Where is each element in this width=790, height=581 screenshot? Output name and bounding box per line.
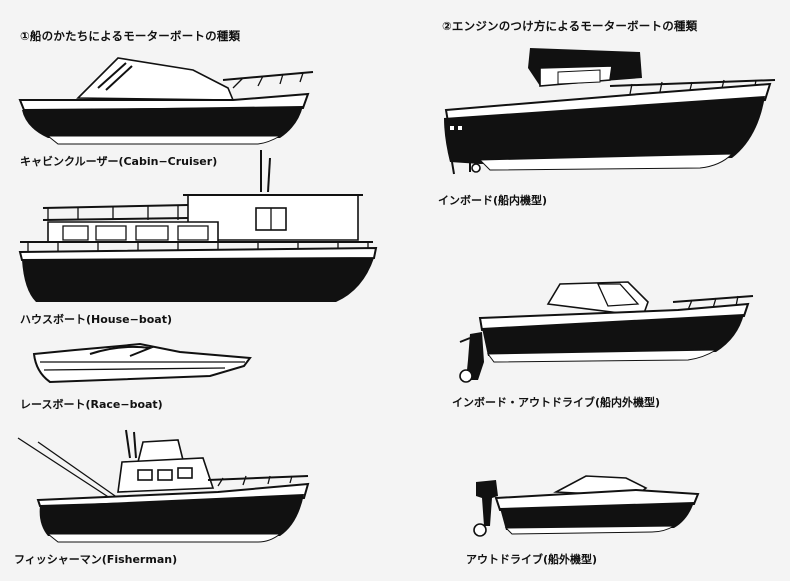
label-house-boat: ハウスボート(House−boat) [20,313,172,326]
inboard-outdrive-boat-icon [459,281,754,383]
house-boat-icon [18,150,378,302]
race-boat-icon [32,342,252,384]
section-heading-engine-mount: ②エンジンのつけ方によるモーターボートの種類 [442,19,698,33]
label-outdrive: アウトドライブ(船外機型) [466,553,598,566]
label-race-boat: レースボート(Race−boat) [20,398,163,411]
label-inboard-outdrive: インボード・アウトドライブ(船内外機型) [452,396,661,409]
section-heading-hull-shape: ①船のかたちによるモーターボートの種類 [20,29,241,43]
label-cabin-cruiser: キャビンクルーザー(Cabin−Cruiser) [20,155,218,168]
outdrive-boat-icon [473,475,700,537]
fisherman-boat-icon [17,429,310,543]
inboard-boat-icon [444,48,776,175]
cabin-cruiser-icon [18,57,314,145]
label-fisherman: フィッシャーマン(Fisherman) [14,553,178,566]
label-inboard: インボード(船内機型) [438,194,548,207]
